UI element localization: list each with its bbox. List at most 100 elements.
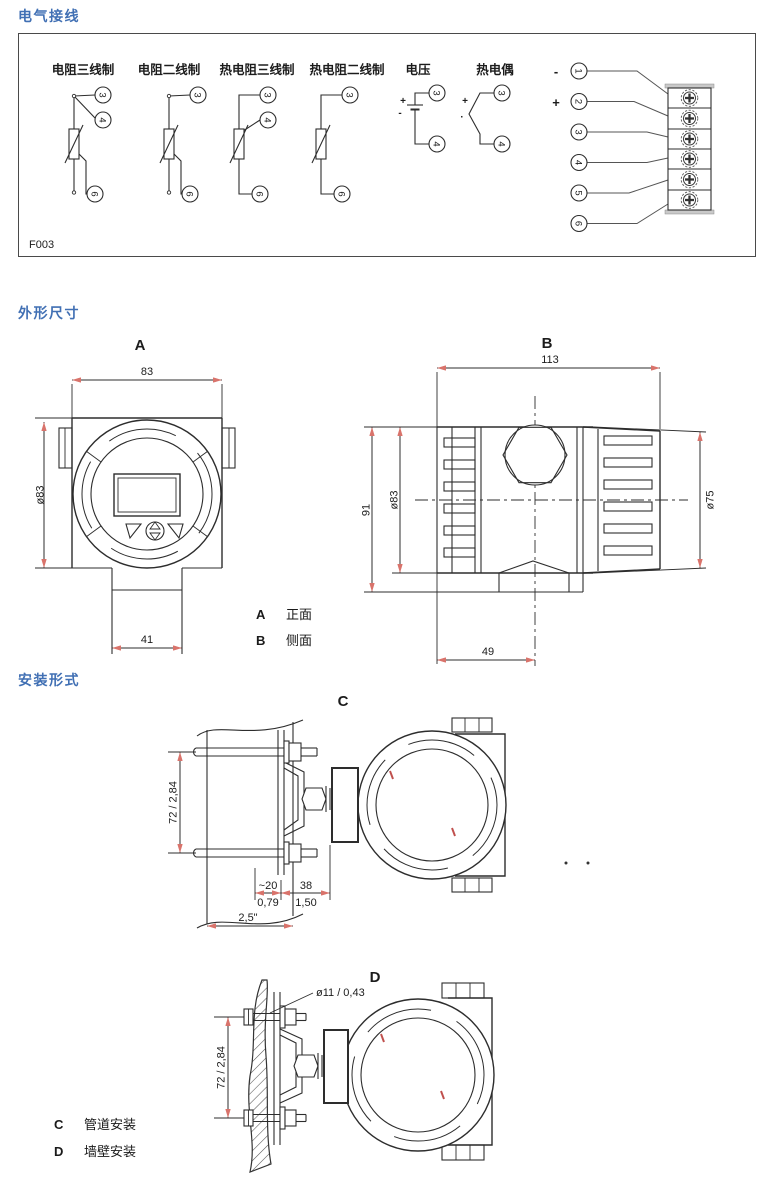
terminal-number: 4	[262, 117, 273, 122]
view-b-label: B	[542, 335, 553, 352]
u-bolt-top	[193, 740, 318, 764]
dim-bracket-mm: 38	[300, 880, 312, 892]
wall-section	[248, 979, 272, 1173]
wall-bolt-bottom	[243, 1106, 307, 1130]
dim-width-83: 83	[141, 366, 153, 378]
screw-icon	[680, 109, 699, 128]
diagram-thermal-rtd-3wire: 热电阻三线制 3 4 6	[219, 62, 295, 203]
dimension-views-figure: A 83 ø83	[35, 335, 717, 666]
strip-number: 4	[573, 160, 584, 165]
dim-width-113: 113	[541, 354, 559, 366]
dim-base-49: 49	[482, 646, 494, 658]
legend-text: 侧面	[286, 633, 313, 648]
legend-view-d: D 墙壁安装	[54, 1141, 136, 1160]
view-d-label: D	[370, 969, 381, 986]
legend-text: 墙壁安装	[84, 1144, 137, 1159]
stray-dots	[564, 861, 590, 865]
terminal-number: 3	[192, 92, 203, 97]
polarity-plus: +	[462, 96, 468, 107]
terminal-number: 4	[496, 141, 507, 146]
terminal-number: 4	[431, 141, 442, 146]
strip-number: 1	[573, 68, 584, 73]
diagram-voltage: 电压 + - 3 4	[398, 62, 446, 153]
strip-minus: -	[554, 64, 558, 79]
dim-cap-75: ø75	[705, 491, 717, 510]
diagram-rtd-3wire: 电阻三线制 3 4 6	[52, 62, 115, 203]
terminal-number: 6	[254, 191, 265, 196]
strip-number: 2	[573, 99, 584, 104]
dim-diameter-83: ø83	[35, 486, 47, 505]
diagram-label: 热电阻二线制	[309, 62, 384, 77]
screw-icon	[680, 89, 699, 107]
view-b-side: B 113	[361, 335, 717, 666]
dim-pipe-25: 2,5"	[238, 912, 257, 924]
section-title-mounting: 安装形式	[18, 672, 80, 688]
legend-key: C	[54, 1117, 64, 1132]
terminal-number: 3	[97, 92, 108, 97]
polarity-plus: +	[400, 96, 406, 107]
dim-bracket-in: 1,50	[295, 897, 316, 909]
center-bolt-icon	[301, 786, 331, 812]
view-a-front: A 83 ø83	[35, 337, 236, 654]
terminal-block	[664, 83, 715, 215]
terminal-number: 6	[89, 191, 100, 196]
strip-plus: +	[552, 95, 560, 110]
center-bolt-icon	[293, 1053, 323, 1079]
terminal-number: 3	[344, 92, 355, 97]
view-c-pipe-mounting: C	[168, 693, 507, 929]
terminal-number: 6	[336, 191, 347, 196]
dim-neck-41: 41	[141, 634, 153, 646]
diagram-thermal-rtd-2wire: 热电阻二线制 3 6	[309, 62, 385, 203]
mounting-views-figure: C	[168, 693, 590, 1173]
terminal-number: 3	[496, 90, 507, 95]
diagram-rtd-2wire: 电阻二线制 3 6	[138, 62, 207, 203]
polarity-minus: -	[398, 108, 401, 119]
terminal-number: 3	[431, 90, 442, 95]
button-updown-icon	[145, 521, 165, 541]
dim-height-91: 91	[361, 504, 373, 516]
wall-bolt-top	[243, 1005, 307, 1029]
button-left-icon	[125, 523, 143, 540]
strip-number: 3	[573, 129, 584, 134]
view-a-label: A	[135, 337, 146, 354]
legend-view-a: A 正面	[256, 604, 312, 623]
terminal-number-column: - + 1 2 3 4 5 6	[552, 62, 669, 233]
u-bolt-bottom	[193, 841, 318, 865]
legend-view-b: B 侧面	[256, 630, 312, 649]
section-title-wiring: 电气接线	[18, 8, 80, 24]
wiring-diagram-box: 电阻三线制 3 4 6 电阻二线制	[18, 33, 756, 257]
diagram-label: 热电偶	[476, 62, 514, 77]
view-c-label: C	[338, 693, 349, 710]
terminal-number: 4	[97, 117, 108, 122]
polarity-minus: ·	[460, 112, 463, 123]
diagram-label: 热电阻三线制	[219, 62, 294, 77]
legend-view-c: C 管道安装	[54, 1114, 136, 1133]
dim-span-72: 72 / 2,84	[168, 781, 180, 824]
diagram-label: 电阻三线制	[52, 62, 115, 77]
strip-number: 6	[573, 221, 584, 226]
terminal-number: 6	[184, 191, 195, 196]
dim-gap-mm: ~20	[259, 880, 278, 892]
legend-text: 管道安装	[84, 1117, 137, 1132]
diagram-label: 电阻二线制	[138, 62, 201, 77]
view-d-wall-mounting: D	[214, 969, 495, 1173]
section-title-dimensions: 外形尺寸	[18, 305, 80, 321]
diagram-thermocouple: 热电偶 + · 3 4	[460, 62, 514, 153]
legend-text: 正面	[286, 607, 313, 622]
transmitter-front	[357, 717, 507, 893]
dim-diameter-83: ø83	[389, 491, 401, 510]
screw-icon	[680, 150, 699, 168]
screw-icon	[680, 170, 699, 189]
dim-hole-11: ø11 / 0,43	[316, 987, 365, 999]
dim-span-72: 72 / 2,84	[216, 1046, 228, 1089]
screw-icon	[680, 191, 699, 209]
legend-key: B	[256, 633, 266, 648]
hex-plug-icon	[502, 424, 568, 486]
terminal-number: 3	[262, 92, 273, 97]
diagram-label: 电压	[405, 62, 431, 77]
wiring-diagram-figure: 电阻三线制 3 4 6 电阻二线制	[29, 62, 715, 251]
screw-icon	[680, 130, 699, 148]
dim-gap-in: 0,79	[257, 897, 278, 909]
legend-key: D	[54, 1144, 64, 1159]
